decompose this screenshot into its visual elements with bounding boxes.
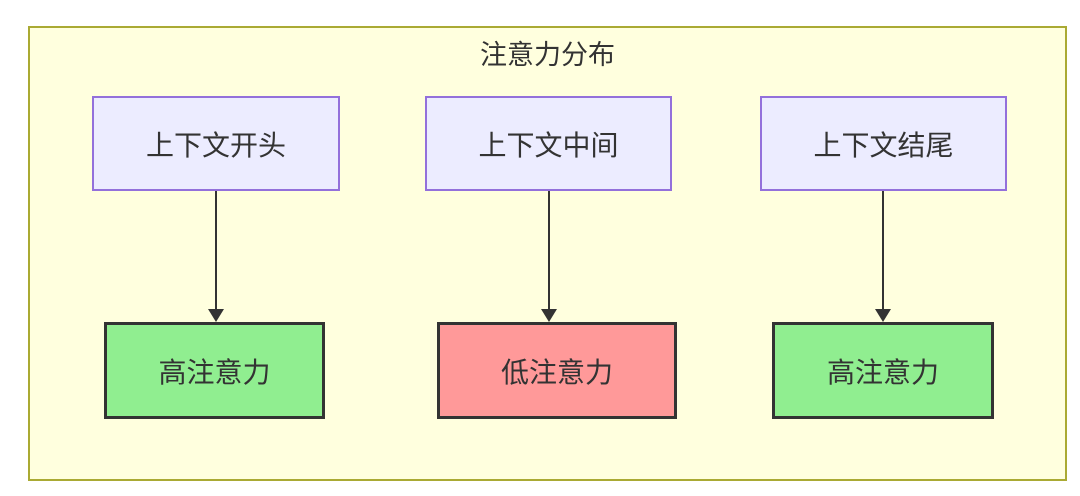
node-high-attention-right: 高注意力 — [772, 322, 994, 419]
edge-line — [548, 191, 550, 310]
node-context-middle-label: 上下文中间 — [478, 129, 619, 161]
edge-line — [882, 191, 884, 310]
edge-line — [215, 191, 217, 310]
node-context-middle: 上下文中间 — [425, 96, 672, 191]
cluster-title: 注意力分布 — [480, 40, 615, 70]
node-context-start: 上下文开头 — [92, 96, 340, 191]
node-context-end-label: 上下文结尾 — [813, 129, 954, 161]
attention-distribution-cluster: 注意力分布 上下文开头 高注意力 上下文中间 低注意力 上下文结尾 — [28, 26, 1067, 481]
arrowhead-down-icon — [875, 309, 891, 322]
arrowhead-down-icon — [541, 309, 557, 322]
node-low-attention-label: 低注意力 — [500, 356, 613, 388]
node-low-attention: 低注意力 — [437, 322, 677, 419]
node-high-attention-right-label: 高注意力 — [826, 356, 939, 388]
node-high-attention-left-label: 高注意力 — [158, 356, 271, 388]
node-context-end: 上下文结尾 — [760, 96, 1007, 191]
arrowhead-down-icon — [208, 309, 224, 322]
node-high-attention-left: 高注意力 — [104, 322, 325, 419]
node-context-start-label: 上下文开头 — [145, 129, 286, 161]
